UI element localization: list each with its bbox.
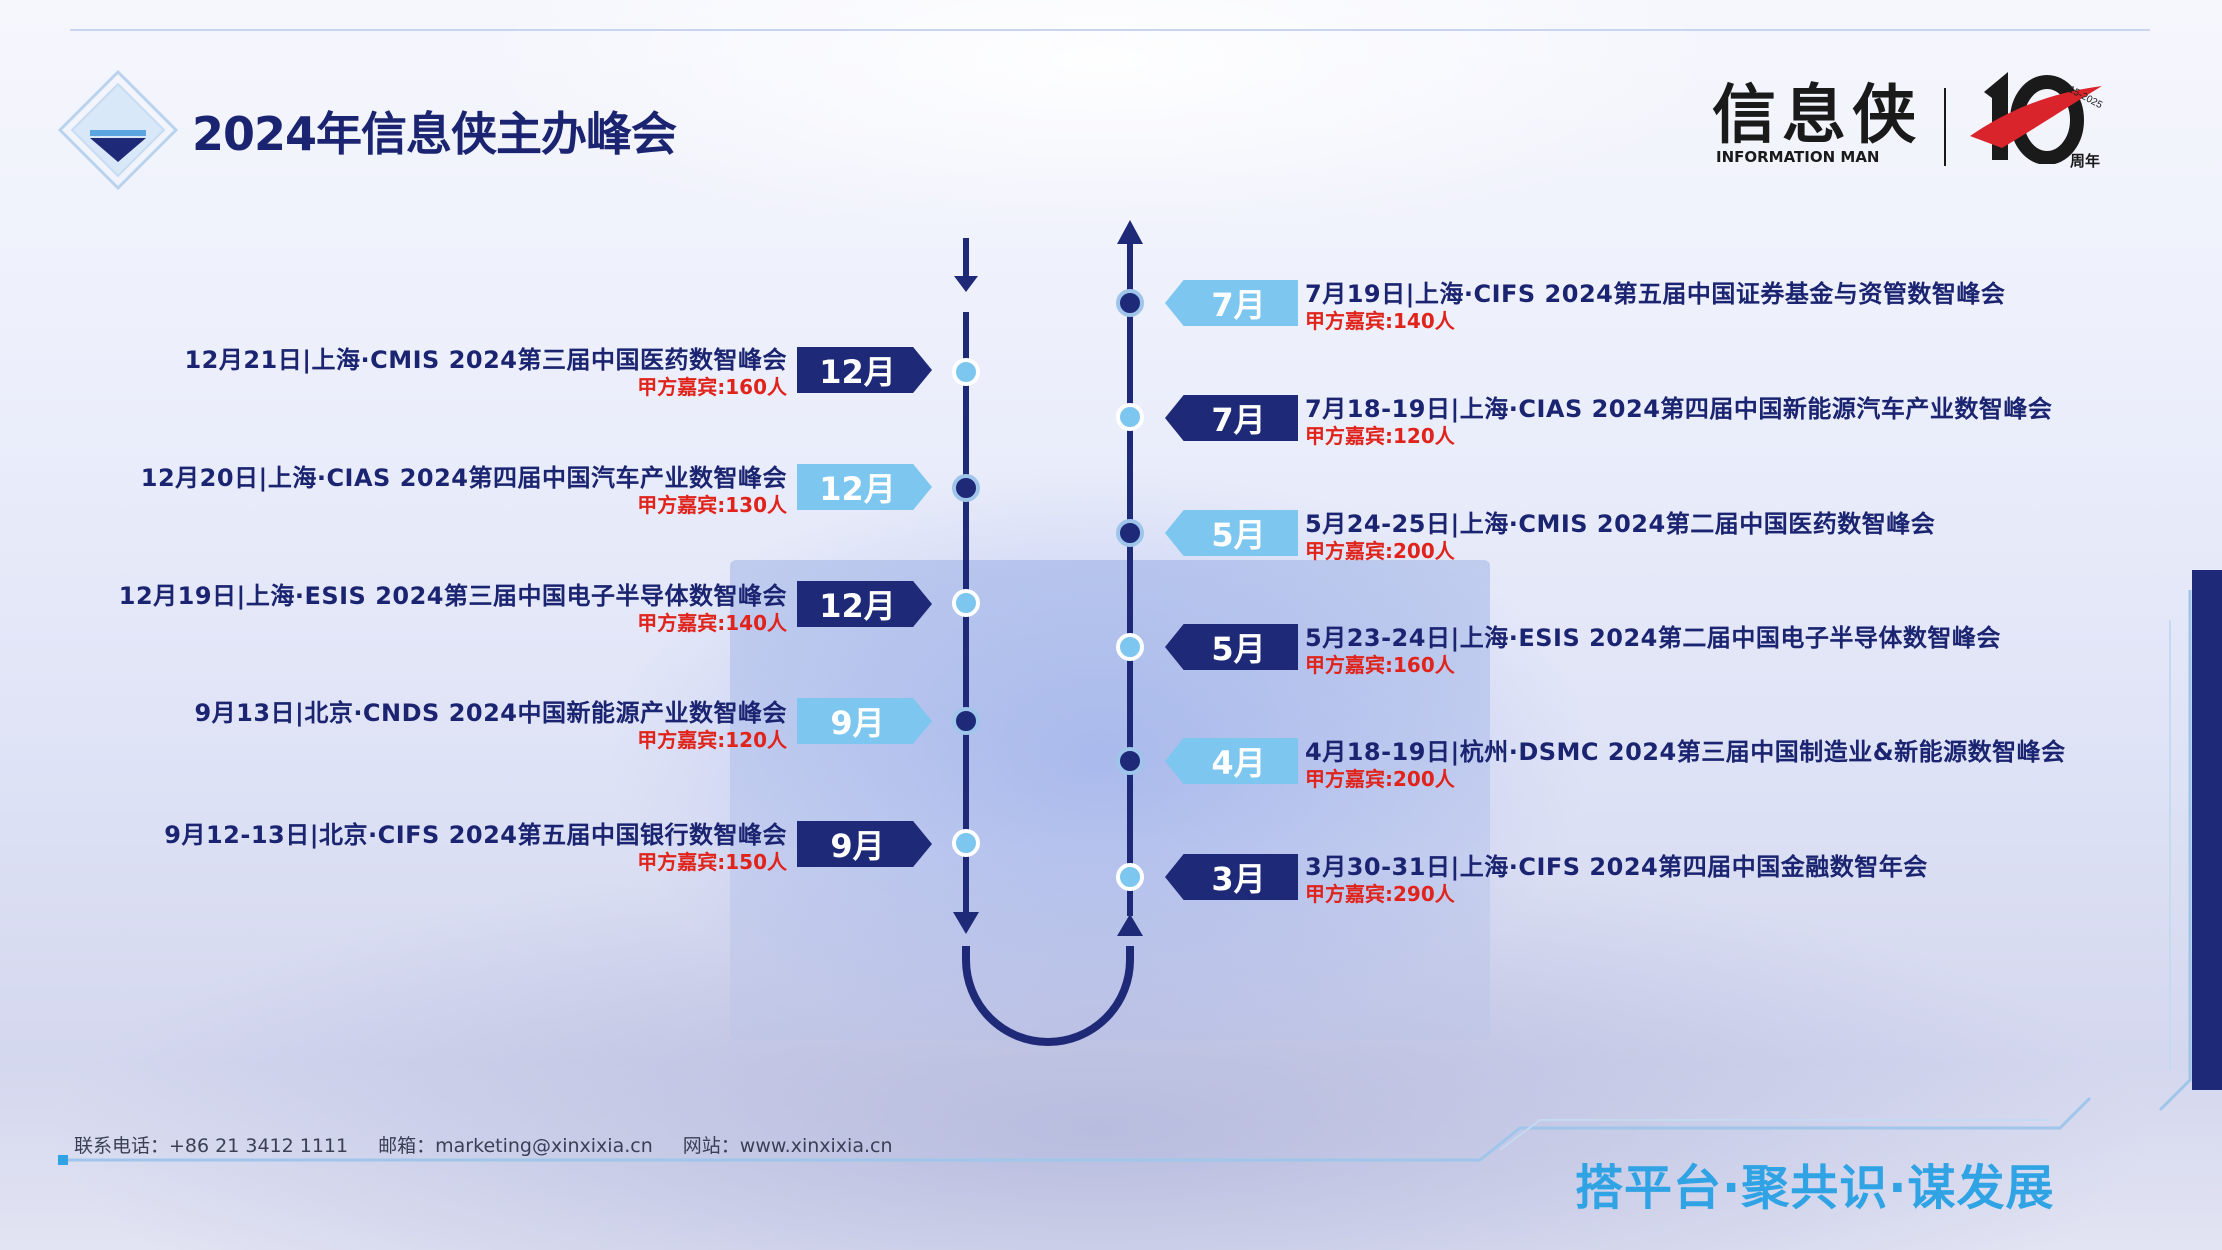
event-guests: 甲方嘉宾:140人 xyxy=(1305,309,1455,333)
event-title: 4月18-19日|杭州·DSMC 2024第三届中国制造业&新能源数智峰会 xyxy=(1305,738,2066,766)
anniversary-10-icon: 2015-2025 xyxy=(1970,72,2104,164)
event-guests: 甲方嘉宾:200人 xyxy=(1305,767,1455,791)
brand-name-en: INFORMATION MAN xyxy=(1716,148,1880,166)
month-tag: 7月 xyxy=(1165,395,1298,441)
right-accent-bar xyxy=(2192,570,2222,1090)
month-tag: 5月 xyxy=(1165,624,1298,670)
event-title: 7月19日|上海·CIFS 2024第五届中国证券基金与资管数智峰会 xyxy=(1305,280,2006,308)
month-tag: 5月 xyxy=(1165,510,1298,556)
month-tag: 12月 xyxy=(797,347,932,393)
event-title: 3月30-31日|上海·CIFS 2024第四届中国金融数智年会 xyxy=(1305,853,1928,881)
month-tag: 3月 xyxy=(1165,854,1298,900)
footer-email: 邮箱：marketing@xinxixia.cn xyxy=(378,1135,653,1157)
slogan: 搭平台·聚共识·谋发展 xyxy=(1575,1160,2055,1216)
month-tag: 7月 xyxy=(1165,280,1298,326)
event-guests: 甲方嘉宾:200人 xyxy=(1305,539,1455,563)
month-tag: 9月 xyxy=(797,698,932,744)
timeline-node xyxy=(1116,863,1144,891)
event-title: 7月18-19日|上海·CIAS 2024第四届中国新能源汽车产业数智峰会 xyxy=(1305,395,2053,423)
event-guests: 甲方嘉宾:130人 xyxy=(637,493,787,517)
timeline-node xyxy=(952,829,980,857)
event-title: 12月19日|上海·ESIS 2024第三届中国电子半导体数智峰会 xyxy=(118,582,787,610)
timeline-node xyxy=(952,474,980,502)
event-title: 12月20日|上海·CIAS 2024第四届中国汽车产业数智峰会 xyxy=(140,464,787,492)
timeline-node xyxy=(952,589,980,617)
brand-name-cn: 信息侠 xyxy=(1712,78,1922,153)
event-guests: 甲方嘉宾:160人 xyxy=(637,375,787,399)
event-title: 9月13日|北京·CNDS 2024中国新能源产业数智峰会 xyxy=(194,699,787,727)
timeline-node xyxy=(1116,633,1144,661)
anniversary-label: 周年 xyxy=(2070,152,2101,170)
timeline-node xyxy=(1116,519,1144,547)
footer-phone: 联系电话：+86 21 3412 1111 xyxy=(74,1135,349,1157)
background-stage xyxy=(730,560,1490,1040)
event-title: 5月23-24日|上海·ESIS 2024第二届中国电子半导体数智峰会 xyxy=(1305,624,2001,652)
event-title: 12月21日|上海·CMIS 2024第三届中国医药数智峰会 xyxy=(184,346,787,374)
footer-website: 网站：www.xinxixia.cn xyxy=(682,1135,893,1157)
timeline-node xyxy=(1116,289,1144,317)
title-diamond-icon xyxy=(58,70,178,190)
event-guests: 甲方嘉宾:150人 xyxy=(637,850,787,874)
event-guests: 甲方嘉宾:120人 xyxy=(637,728,787,752)
brand-logo: 信息侠 INFORMATION MAN 2015-2025 周年 xyxy=(1712,64,2132,174)
page-title: 2024年信息侠主办峰会 xyxy=(192,107,677,161)
footer-contact: 联系电话：+86 21 3412 1111 邮箱：marketing@xinxi… xyxy=(74,1131,917,1158)
event-guests: 甲方嘉宾:140人 xyxy=(637,611,787,635)
timeline-node xyxy=(952,707,980,735)
event-guests: 甲方嘉宾:120人 xyxy=(1305,424,1455,448)
month-tag: 12月 xyxy=(797,464,932,510)
event-title: 5月24-25日|上海·CMIS 2024第二届中国医药数智峰会 xyxy=(1305,510,1936,538)
timeline-node xyxy=(1116,747,1144,775)
event-title: 9月12-13日|北京·CIFS 2024第五届中国银行数智峰会 xyxy=(164,821,787,849)
event-guests: 甲方嘉宾:290人 xyxy=(1305,882,1455,906)
month-tag: 9月 xyxy=(797,821,932,867)
timeline-node xyxy=(952,358,980,386)
month-tag: 4月 xyxy=(1165,738,1298,784)
month-tag: 12月 xyxy=(797,581,932,627)
timeline-node xyxy=(1116,403,1144,431)
event-guests: 甲方嘉宾:160人 xyxy=(1305,653,1455,677)
brand-divider xyxy=(1944,88,1946,166)
